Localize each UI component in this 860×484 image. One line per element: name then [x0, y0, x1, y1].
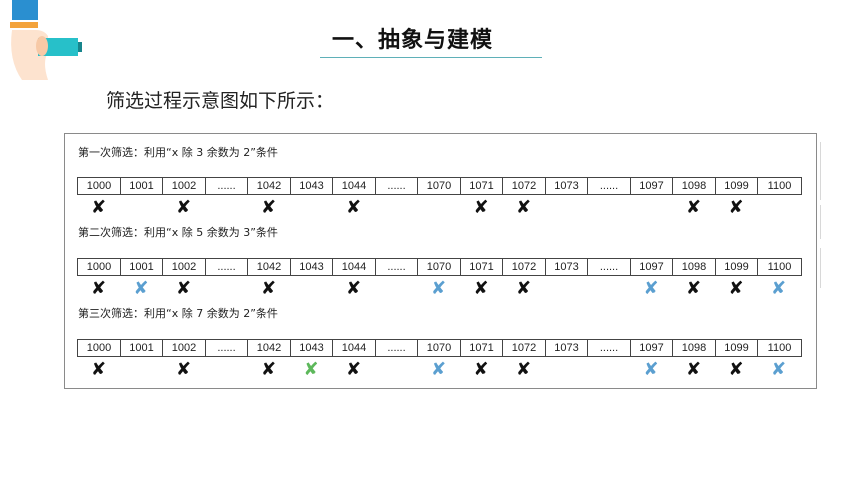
number-cell: ...... [588, 340, 631, 356]
intro-text: 筛选过程示意图如下所示： [106, 90, 335, 112]
cross-mark-icon: ✘ [515, 278, 532, 299]
cross-mark-icon: ✘ [770, 278, 787, 299]
number-cell: 1044 [333, 259, 376, 275]
cross-mark-icon: ✘ [345, 197, 362, 218]
number-cell: 1000 [78, 340, 121, 356]
cross-mark-icon: ✘ [303, 359, 319, 380]
cross-mark-icon: ✘ [728, 278, 744, 299]
cross-mark-icon: ✘ [728, 359, 744, 380]
cross-mark-icon: ✘ [473, 197, 489, 218]
cross-mark-icon: ✘ [515, 359, 532, 380]
cross-mark-icon: ✘ [175, 359, 192, 380]
number-cell: 1002 [163, 178, 206, 194]
number-cell: 1097 [631, 178, 673, 194]
number-cell: 1073 [546, 178, 588, 194]
cross-mark-icon: ✘ [473, 359, 489, 380]
sieve-diagram-frame [64, 133, 817, 389]
cross-mark-icon: ✘ [90, 278, 107, 299]
cross-mark-icon: ✘ [430, 359, 447, 380]
number-cell: 1099 [716, 340, 758, 356]
number-cell: 1070 [418, 178, 461, 194]
number-cell: 1072 [503, 259, 546, 275]
cross-mark-icon: ✘ [345, 359, 362, 380]
number-cell: 1100 [767, 342, 792, 354]
cross-mark-icon: ✘ [345, 278, 362, 299]
cross-mark-icon: ✘ [90, 197, 107, 218]
cross-mark-icon: ✘ [515, 197, 532, 218]
stage-label: 第二次筛选：利用“x 除 5 余数为 3”条件 [78, 226, 278, 239]
number-cell: 1000 [78, 259, 121, 275]
divider-line [820, 142, 821, 200]
number-cell: 1042 [248, 178, 291, 194]
cross-mark-icon: ✘ [728, 197, 744, 218]
cross-mark-icon: ✘ [430, 278, 447, 299]
number-cell: 1099 [716, 259, 758, 275]
number-cell: 1070 [418, 340, 461, 356]
number-cell: 1098 [673, 259, 716, 275]
number-cell: 1097 [631, 340, 673, 356]
number-cell: 1001 [121, 259, 163, 275]
number-cell: 1043 [291, 178, 333, 194]
number-cell: 1071 [461, 340, 503, 356]
number-cell: ...... [376, 259, 418, 275]
number-cell: ...... [206, 259, 248, 275]
title-underline [320, 57, 542, 58]
stage-label: 第三次筛选：利用“x 除 7 余数为 2”条件 [78, 307, 278, 320]
cross-mark-icon: ✘ [260, 359, 277, 380]
number-cell: 1042 [248, 259, 291, 275]
cross-mark-icon: ✘ [90, 359, 107, 380]
number-cell: ...... [376, 178, 418, 194]
number-cell: 1100 [767, 261, 792, 273]
number-cell: 1072 [503, 340, 546, 356]
number-cell: 1097 [631, 259, 673, 275]
cross-mark-icon: ✘ [643, 359, 659, 380]
divider-line [820, 248, 821, 288]
stage-label: 第一次筛选：利用“x 除 3 余数为 2”条件 [78, 146, 278, 159]
number-cell: 1071 [461, 259, 503, 275]
number-cell: 1073 [546, 340, 588, 356]
number-cell: 1043 [291, 259, 333, 275]
page-title: 一、抽象与建模 [332, 28, 494, 53]
number-cell: 1001 [121, 178, 163, 194]
cross-mark-icon: ✘ [770, 359, 787, 380]
cross-mark-icon: ✘ [260, 197, 277, 218]
number-cell: 1072 [503, 178, 546, 194]
number-cell: 1043 [291, 340, 333, 356]
hand-usb-icon [10, 0, 82, 80]
cross-mark-icon: ✘ [685, 197, 702, 218]
cross-mark-icon: ✘ [175, 197, 192, 218]
number-cell: 1044 [333, 340, 376, 356]
cross-mark-icon: ✘ [685, 278, 702, 299]
cross-mark-icon: ✘ [260, 278, 277, 299]
cross-mark-icon: ✘ [643, 278, 659, 299]
number-cell: ...... [206, 340, 248, 356]
number-cell: 1070 [418, 259, 461, 275]
cross-mark-icon: ✘ [133, 278, 149, 299]
number-cell: 1098 [673, 178, 716, 194]
number-cell: 1099 [716, 178, 758, 194]
number-cell: ...... [376, 340, 418, 356]
number-cell: 1073 [546, 259, 588, 275]
number-cell: 1000 [78, 178, 121, 194]
number-cell: 1071 [461, 178, 503, 194]
cross-mark-icon: ✘ [685, 359, 702, 380]
number-cell: 1002 [163, 340, 206, 356]
number-cell: 1098 [673, 340, 716, 356]
divider-line [820, 205, 821, 239]
number-cell: 1002 [163, 259, 206, 275]
number-cell: ...... [206, 178, 248, 194]
number-cell: ...... [588, 178, 631, 194]
cross-mark-icon: ✘ [473, 278, 489, 299]
number-cell: ...... [588, 259, 631, 275]
number-cell: 1100 [767, 180, 792, 192]
number-cell: 1044 [333, 178, 376, 194]
number-cell: 1001 [121, 340, 163, 356]
cross-mark-icon: ✘ [175, 278, 192, 299]
number-cell: 1042 [248, 340, 291, 356]
